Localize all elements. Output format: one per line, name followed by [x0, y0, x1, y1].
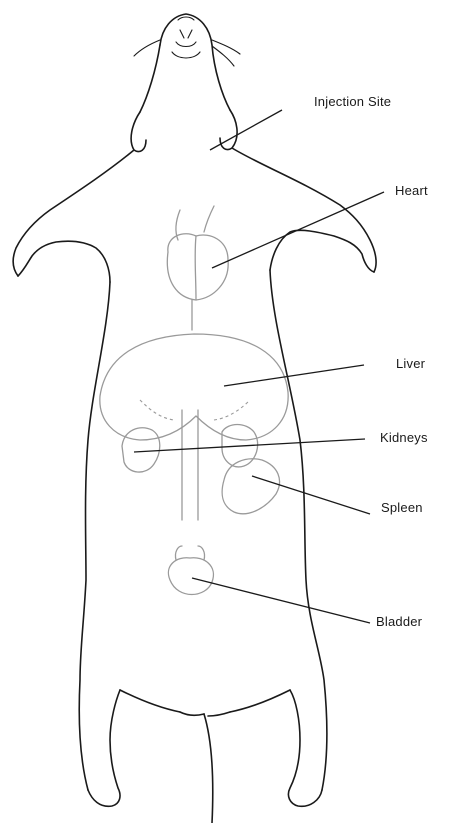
rat-body-outline	[13, 14, 376, 823]
injection-site-label: Injection Site	[314, 94, 391, 109]
liver-leader	[224, 365, 364, 386]
liver-label: Liver	[396, 356, 425, 371]
leader-lines	[134, 110, 384, 623]
kidneys-leader	[134, 439, 365, 452]
spleen-organ	[222, 459, 279, 514]
kidneys-label: Kidneys	[380, 430, 428, 445]
bladder-organ	[168, 546, 213, 595]
injection-site-leader	[210, 110, 282, 150]
heart-leader	[212, 192, 384, 268]
liver-organ	[100, 334, 288, 440]
organs	[100, 206, 288, 595]
heart-label: Heart	[395, 183, 428, 198]
spleen-leader	[252, 476, 370, 514]
heart-organ	[167, 206, 228, 330]
bladder-leader	[192, 578, 370, 623]
kidneys-organ	[122, 410, 258, 520]
spleen-label: Spleen	[381, 500, 423, 515]
bladder-label: Bladder	[376, 614, 422, 629]
